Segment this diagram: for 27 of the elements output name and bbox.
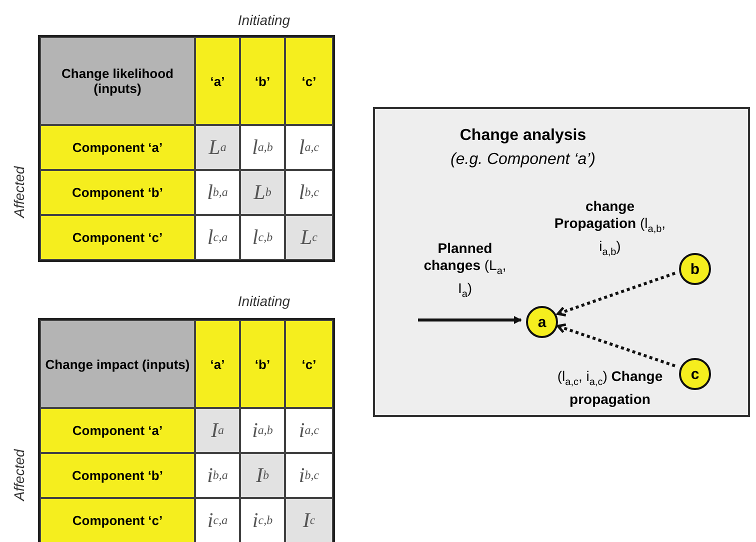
axis-label: Affected bbox=[11, 448, 28, 504]
dotted-arrow bbox=[556, 323, 676, 368]
node-circle: b bbox=[679, 253, 711, 285]
column-header-cell: ‘b’ bbox=[240, 37, 285, 125]
node-circle: a bbox=[526, 306, 558, 338]
arrow bbox=[418, 316, 522, 324]
row-header-cell: Component ‘a’ bbox=[40, 408, 195, 453]
panel-subtitle: (e.g. Component ‘a’) bbox=[450, 151, 596, 169]
row-header-cell: Component ‘c’ bbox=[40, 215, 195, 260]
row-header-cell: Component ‘b’ bbox=[40, 453, 195, 498]
column-header-cell: ‘b’ bbox=[240, 320, 285, 408]
row-header-cell: Component ‘a’ bbox=[40, 125, 195, 170]
axis-label: Affected bbox=[11, 165, 28, 220]
panel bbox=[373, 107, 750, 417]
column-header-cell: ‘c’ bbox=[285, 320, 333, 408]
column-header-cell: ‘a’ bbox=[195, 320, 240, 408]
row-header-cell: Component ‘b’ bbox=[40, 170, 195, 215]
corner-header-cell: Change likelihood (inputs) bbox=[40, 37, 195, 125]
column-header-cell: ‘c’ bbox=[285, 37, 333, 125]
axis-label: Initiating bbox=[236, 293, 292, 309]
column-header-cell: ‘a’ bbox=[195, 37, 240, 125]
row-header-cell: Component ‘c’ bbox=[40, 498, 195, 542]
panel-title: Change analysis bbox=[458, 127, 588, 145]
corner-header-cell: Change impact (inputs) bbox=[40, 320, 195, 408]
axis-label: Initiating bbox=[236, 12, 292, 28]
node-circle: c bbox=[679, 358, 711, 390]
dotted-arrow bbox=[556, 272, 676, 317]
